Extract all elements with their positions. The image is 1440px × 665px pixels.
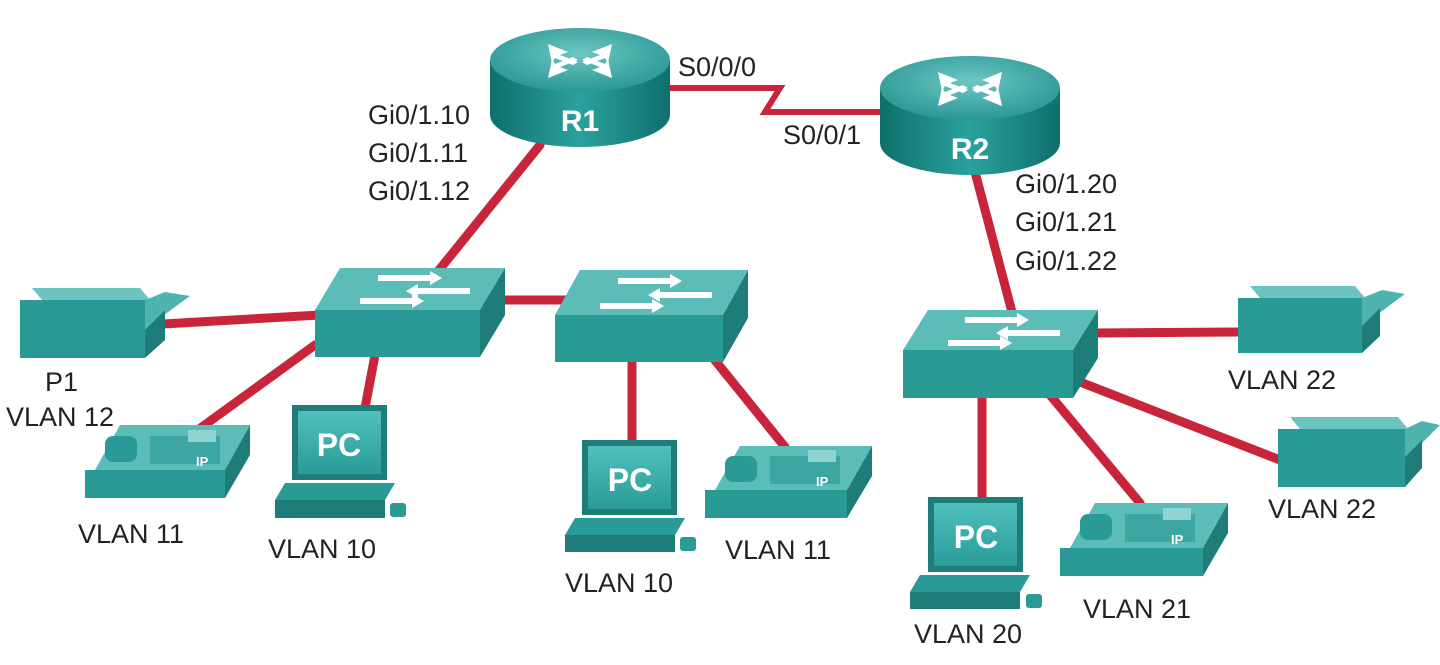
printer-p1-vlan: VLAN 12 bbox=[6, 402, 114, 432]
router-r2[interactable]: R2 bbox=[880, 56, 1060, 175]
ip-phone-s1[interactable]: IP bbox=[85, 425, 250, 498]
r2-subinterface: Gi0/1.22 bbox=[1015, 246, 1117, 276]
switch-3[interactable] bbox=[903, 310, 1098, 398]
printer-p1[interactable] bbox=[20, 288, 190, 358]
switch-arrows-icon bbox=[360, 271, 470, 308]
link-switch2-phone bbox=[700, 343, 790, 452]
link-switch1-printer-p1 bbox=[140, 310, 325, 330]
r1-subinterface: Gi0/1.10 bbox=[368, 100, 470, 130]
switch-2[interactable] bbox=[555, 270, 748, 362]
router-r1-label: R1 bbox=[561, 105, 599, 138]
phone-ip-label: IP bbox=[196, 454, 209, 469]
ip-phone-s2[interactable]: IP bbox=[705, 446, 872, 518]
pc-s3-vlan: VLAN 20 bbox=[914, 619, 1022, 649]
printer-r2-bottom-vlan: VLAN 22 bbox=[1268, 494, 1376, 524]
switch-arrows-icon bbox=[948, 313, 1060, 350]
link-switch1-pc bbox=[360, 350, 380, 413]
router-r2-label: R2 bbox=[951, 133, 989, 166]
r1-subinterface: Gi0/1.12 bbox=[368, 176, 470, 206]
r2-subinterface: Gi0/1.21 bbox=[1015, 207, 1117, 237]
printer-r2-top-vlan: VLAN 22 bbox=[1228, 365, 1336, 395]
pc-label: PC bbox=[317, 427, 361, 463]
printer-r2-top[interactable] bbox=[1238, 286, 1405, 353]
r1-subinterface: Gi0/1.11 bbox=[368, 138, 468, 168]
pc-s2[interactable]: PC bbox=[565, 440, 696, 552]
pc-s3[interactable]: PC bbox=[910, 497, 1042, 609]
pc-s1[interactable]: PC bbox=[275, 405, 406, 518]
interface-labels: S0/0/0 S0/0/1 Gi0/1.10 Gi0/1.11 Gi0/1.12… bbox=[368, 52, 1117, 276]
router-r1[interactable]: R1 bbox=[490, 28, 670, 147]
r1-serial-interface: S0/0/0 bbox=[678, 52, 756, 82]
pc-s2-vlan: VLAN 10 bbox=[565, 568, 673, 598]
switch-arrows-icon bbox=[600, 274, 712, 313]
printer-r2-bottom[interactable] bbox=[1278, 417, 1440, 487]
host-labels: P1 VLAN 12 VLAN 11 VLAN 10 VLAN 10 VLAN … bbox=[6, 365, 1376, 649]
phone-s2-vlan: VLAN 11 bbox=[725, 535, 831, 565]
phone-ip-label: IP bbox=[816, 474, 829, 489]
r2-subinterface: Gi0/1.20 bbox=[1015, 169, 1117, 199]
switch-1[interactable] bbox=[315, 268, 505, 357]
pc-label: PC bbox=[608, 462, 652, 498]
r2-serial-interface: S0/0/1 bbox=[783, 120, 861, 150]
pc-label: PC bbox=[954, 519, 998, 555]
link-switch3-printer-top bbox=[1090, 327, 1245, 338]
link-r1-switch1 bbox=[430, 140, 545, 280]
router-arrows-icon bbox=[548, 44, 612, 78]
serial-link-r1-r2 bbox=[670, 85, 880, 115]
ip-phone-s3[interactable]: IP bbox=[1060, 503, 1228, 576]
link-switch3-phone bbox=[1045, 390, 1145, 508]
phone-s3-vlan: VLAN 21 bbox=[1083, 594, 1191, 624]
printer-p1-name: P1 bbox=[45, 367, 78, 397]
phone-s1-vlan: VLAN 11 bbox=[78, 519, 184, 549]
router-arrows-icon bbox=[938, 72, 1002, 106]
links bbox=[140, 140, 1285, 508]
pc-s1-vlan: VLAN 10 bbox=[268, 534, 376, 564]
link-switch3-printer-bottom bbox=[1070, 375, 1285, 465]
link-r2-switch3 bbox=[970, 167, 1017, 317]
phone-ip-label: IP bbox=[1171, 532, 1184, 547]
link-switch1-phone bbox=[190, 340, 320, 437]
